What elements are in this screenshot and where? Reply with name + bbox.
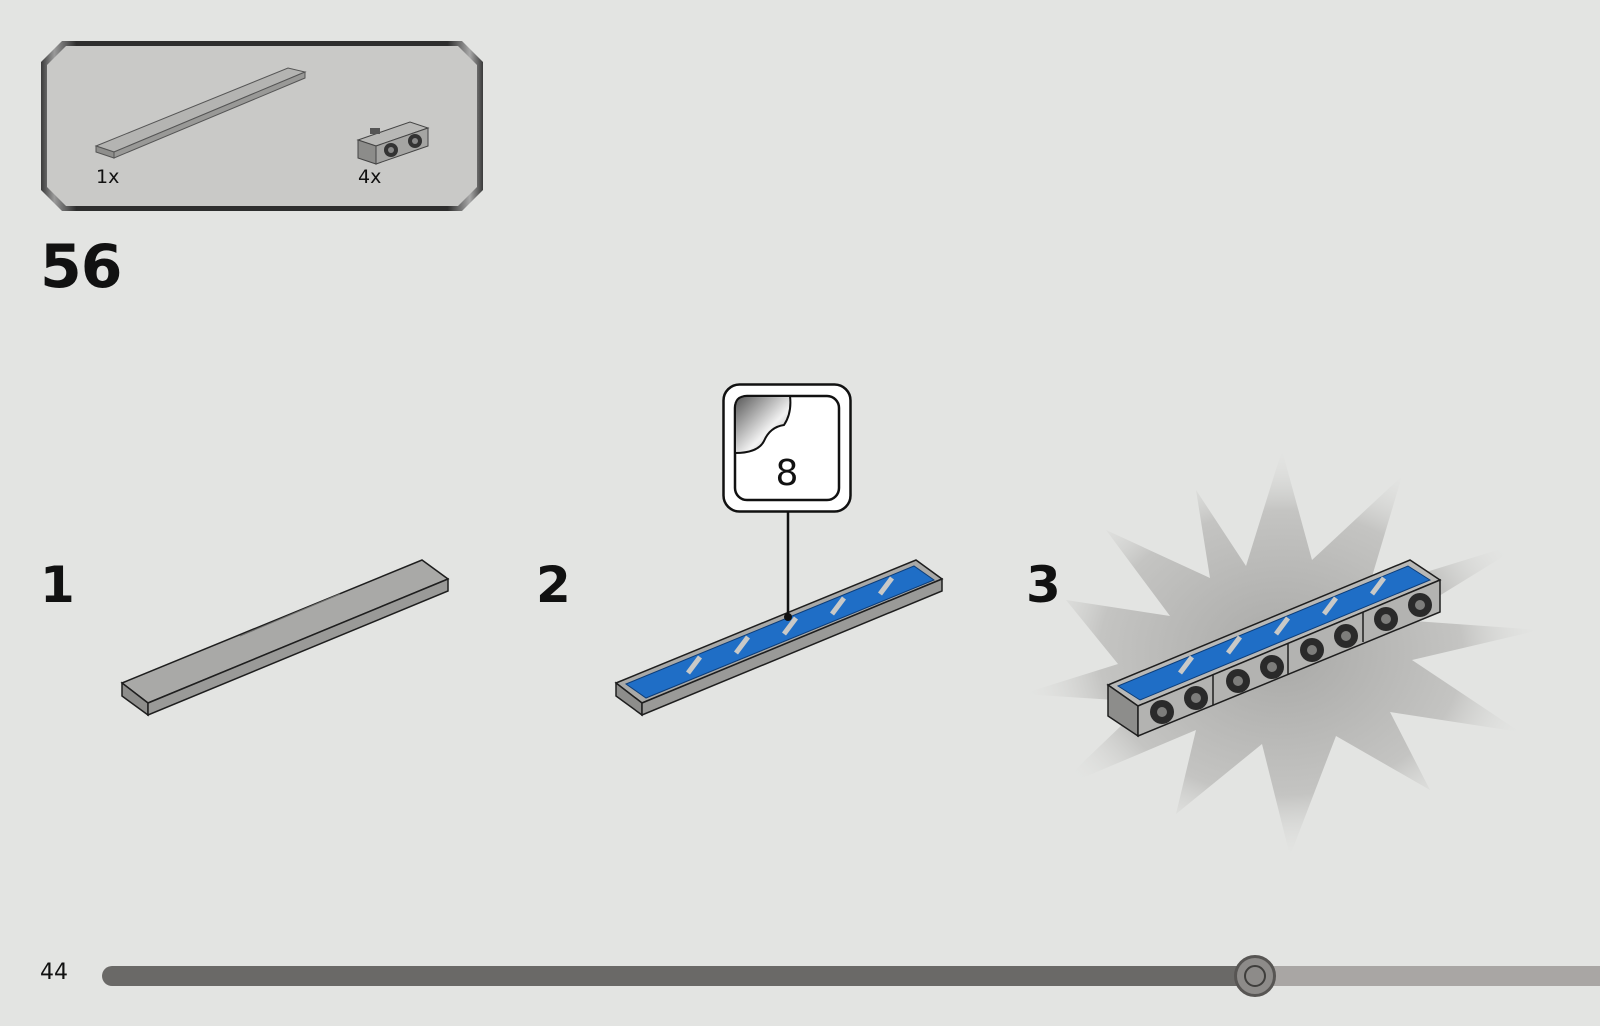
parts-list-box: 1x 4x <box>40 40 484 212</box>
sub-step-label-2: 2 <box>536 556 571 614</box>
part-count-tile: 1x <box>96 166 119 188</box>
tile-with-sticker-image <box>616 560 942 715</box>
part-count-bracket: 4x <box>358 166 381 188</box>
page-progress-track[interactable] <box>102 966 1600 986</box>
gray-tile-image <box>122 560 448 715</box>
step-number: 56 <box>40 232 122 302</box>
sticker-number: 8 <box>722 453 852 494</box>
sticker-callout: 8 <box>722 383 852 513</box>
page-progress-fill <box>102 966 1255 986</box>
sub-step-label-1: 1 <box>40 556 75 614</box>
sub-step-label-3: 3 <box>1026 556 1061 614</box>
highlight-burst <box>1022 450 1540 856</box>
callout-leader-dot <box>784 613 792 621</box>
page-progress-knob[interactable] <box>1234 955 1276 997</box>
assembled-part-image <box>1108 560 1440 736</box>
page-number: 44 <box>40 960 68 985</box>
